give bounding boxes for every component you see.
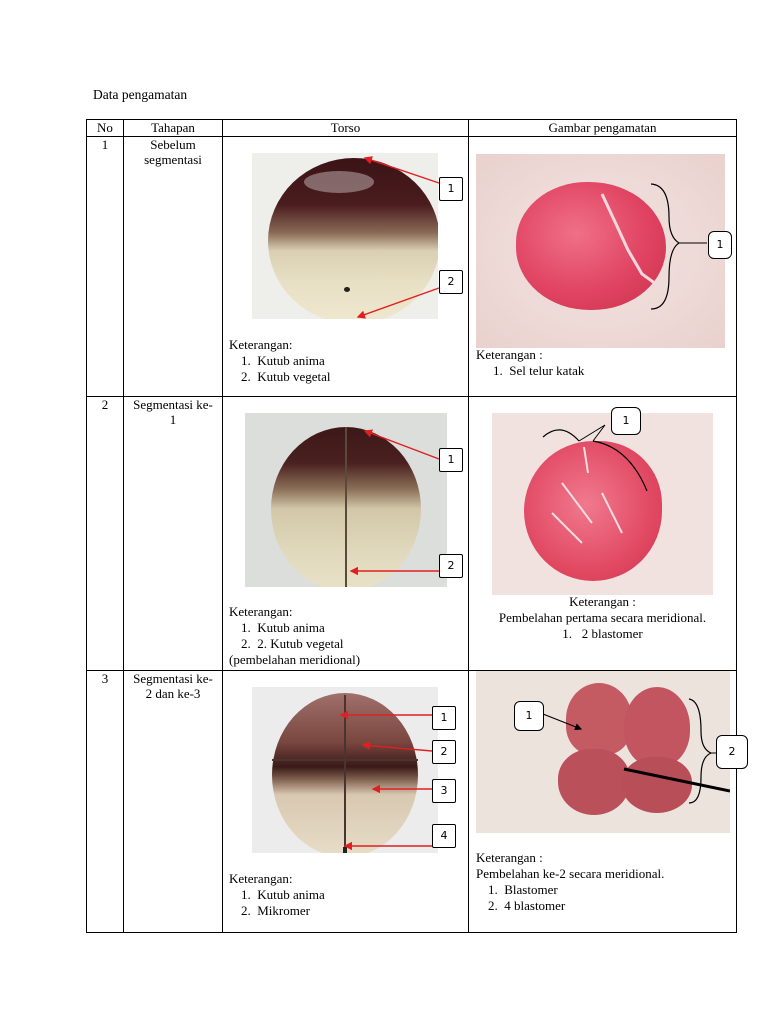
legend-item: 2. 4 blastomer bbox=[488, 898, 566, 913]
legend-title: Keterangan: bbox=[229, 337, 293, 352]
gambar-cell: 1 Keterangan : 1. Sel telur katak bbox=[469, 137, 736, 396]
header-no: No bbox=[86, 119, 124, 137]
legend-note: (pembelahan meridional) bbox=[229, 652, 361, 667]
microscope-photo bbox=[476, 154, 725, 348]
header-gambar: Gambar pengamatan bbox=[468, 119, 737, 137]
header-tahapan: Tahapan bbox=[123, 119, 223, 137]
legend-item: 1. Kutub anima bbox=[241, 887, 325, 902]
label-box-2: 2 bbox=[432, 740, 456, 764]
label-box-4: 4 bbox=[432, 824, 456, 848]
header-torso: Torso bbox=[222, 119, 469, 137]
legend-title: Keterangan : bbox=[476, 347, 543, 362]
stage-name: Segmentasi ke-1 bbox=[133, 397, 213, 427]
torso-model-photo bbox=[252, 687, 438, 853]
legend-line: Pembelahan ke-2 secara meridional. bbox=[476, 866, 665, 881]
torso-model-photo bbox=[252, 153, 438, 319]
legend-item: 1. Kutub anima bbox=[241, 353, 325, 368]
legend-item: 1. Kutub anima bbox=[241, 620, 325, 635]
label-box-2: 2 bbox=[439, 554, 463, 578]
header-row: No Tahapan Torso Gambar pengamatan bbox=[86, 119, 737, 137]
row-number: 1 bbox=[101, 137, 109, 152]
page-title: Data pengamatan bbox=[93, 87, 188, 102]
legend-item: 1. 2 blastomer bbox=[562, 626, 643, 641]
label-box-1: 1 bbox=[439, 177, 463, 201]
microscope-photo bbox=[492, 413, 713, 595]
microscope-photo bbox=[476, 671, 730, 833]
label-box-2: 2 bbox=[439, 270, 463, 294]
label-box-2: 2 bbox=[716, 735, 748, 769]
legend-title: Keterangan : bbox=[476, 850, 543, 865]
gambar-legend: Keterangan : Pembelahan pertama secara m… bbox=[469, 594, 736, 642]
legend-title: Keterangan : bbox=[569, 594, 636, 609]
label-box-1: 1 bbox=[708, 231, 732, 259]
table-row: 1 Sebelum segmentasi 1 2 Keterangan: bbox=[86, 136, 737, 397]
label-box-3: 3 bbox=[432, 779, 456, 803]
legend-item: 1. Sel telur katak bbox=[493, 363, 585, 378]
table-row: 2 Segmentasi ke-1 1 2 Keterangan: 1. bbox=[86, 396, 737, 671]
table-row: 3 Segmentasi ke-2 dan ke-3 1 2 3 4 bbox=[86, 670, 748, 933]
gambar-legend: Keterangan : 1. Sel telur katak bbox=[476, 347, 584, 379]
legend-item: 2. Mikromer bbox=[241, 903, 310, 918]
gambar-cell: 1 2 Keterangan : Pembelahan ke-2 secara … bbox=[469, 671, 748, 932]
label-box-1: 1 bbox=[432, 706, 456, 730]
legend-item: 2. Kutub vegetal bbox=[241, 369, 331, 384]
stage-name: Sebelum segmentasi bbox=[144, 137, 202, 167]
stage-name: Segmentasi ke-2 dan ke-3 bbox=[133, 671, 213, 701]
label-box-1: 1 bbox=[439, 448, 463, 472]
legend-title: Keterangan: bbox=[229, 871, 293, 886]
torso-model-photo bbox=[245, 413, 447, 587]
row-number: 2 bbox=[101, 397, 109, 412]
legend-title: Keterangan: bbox=[229, 604, 293, 619]
gambar-cell: 1 Keterangan : Pembelahan pertama secara… bbox=[469, 397, 736, 670]
legend-item: 1. Blastomer bbox=[488, 882, 558, 897]
observation-table: No Tahapan Torso Gambar pengamatan 1 Seb… bbox=[86, 119, 748, 933]
legend-line: Pembelahan pertama secara meridional. bbox=[498, 610, 707, 625]
label-box-1: 1 bbox=[514, 701, 544, 731]
gambar-legend: Keterangan : Pembelahan ke-2 secara meri… bbox=[476, 850, 664, 914]
legend-item: 2. 2. Kutub vegetal bbox=[241, 636, 344, 651]
row-number: 3 bbox=[101, 671, 109, 686]
label-box-1: 1 bbox=[611, 407, 641, 435]
